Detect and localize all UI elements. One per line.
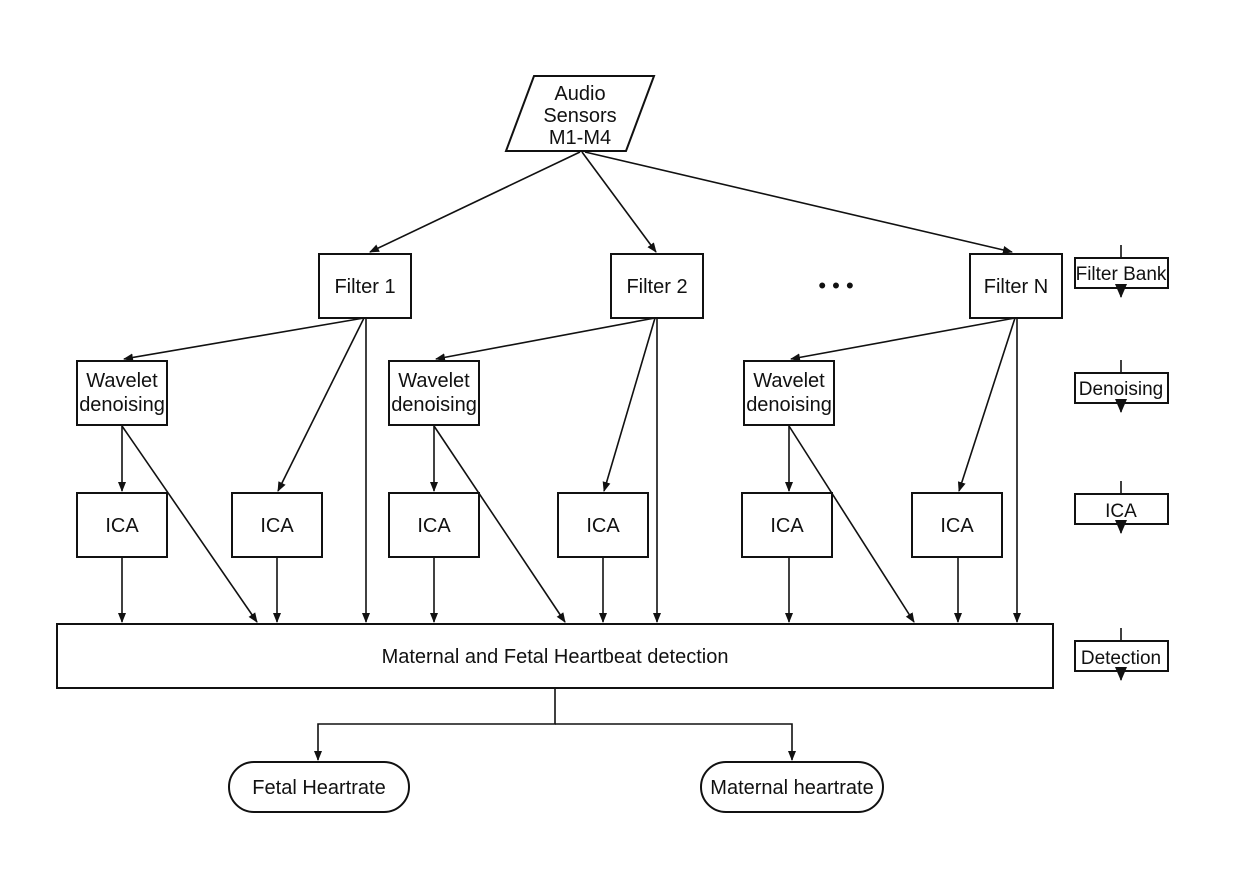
arrow-filter2-wavelet bbox=[436, 318, 655, 359]
filter-1-label: Filter 1 bbox=[334, 276, 395, 298]
ica-6-label: ICA bbox=[940, 515, 974, 537]
stage-detection: Detection bbox=[1075, 628, 1168, 680]
ica-3-label: ICA bbox=[417, 515, 451, 537]
arrow-filterN-wavelet bbox=[791, 318, 1015, 359]
wavelet-node-1: Wavelet denoising bbox=[77, 361, 167, 425]
wavelet-2-line-2: denoising bbox=[391, 394, 477, 416]
wavelet-1-line-1: Wavelet bbox=[86, 370, 158, 392]
arrow-filter2-ica bbox=[604, 318, 655, 491]
arrow-source-filter1 bbox=[370, 152, 580, 252]
wavelet-2-line-1: Wavelet bbox=[398, 370, 470, 392]
ica-1-label: ICA bbox=[105, 515, 139, 537]
stage-filter-bank-label: Filter Bank bbox=[1076, 264, 1167, 285]
arrow-detection-fetal bbox=[318, 688, 555, 760]
stage-ica: ICA bbox=[1075, 481, 1168, 533]
wavelet-node-2: Wavelet denoising bbox=[389, 361, 479, 425]
source-line-2: Sensors bbox=[543, 105, 616, 127]
arrow-detection-maternal bbox=[555, 724, 792, 760]
maternal-heartrate-label: Maternal heartrate bbox=[710, 777, 873, 799]
stage-denoising: Denoising bbox=[1075, 360, 1168, 412]
wavelet-3-line-2: denoising bbox=[746, 394, 832, 416]
filter-n-label: Filter N bbox=[984, 276, 1048, 298]
arrow-source-filterN bbox=[585, 152, 1012, 252]
wavelet-node-3: Wavelet denoising bbox=[744, 361, 834, 425]
wavelet-3-line-1: Wavelet bbox=[753, 370, 825, 392]
ica-node-5: ICA bbox=[742, 493, 832, 557]
arrow-filter1-wavelet bbox=[124, 318, 364, 359]
detection-node: Maternal and Fetal Heartbeat detection bbox=[57, 624, 1053, 688]
stage-detection-label: Detection bbox=[1081, 648, 1161, 669]
ica-5-label: ICA bbox=[770, 515, 804, 537]
filter-2-node: Filter 2 bbox=[611, 254, 703, 318]
ica-node-4: ICA bbox=[558, 493, 648, 557]
filter-2-label: Filter 2 bbox=[626, 276, 687, 298]
arrow-source-filter2 bbox=[582, 152, 656, 252]
arrow-filter1-ica bbox=[278, 318, 364, 491]
maternal-heartrate-node: Maternal heartrate bbox=[701, 762, 883, 812]
source-line-3: M1-M4 bbox=[549, 127, 611, 149]
ica-2-label: ICA bbox=[260, 515, 294, 537]
ellipsis: • • • bbox=[818, 273, 853, 298]
arrow-filterN-ica bbox=[959, 318, 1015, 491]
fetal-heartrate-node: Fetal Heartrate bbox=[229, 762, 409, 812]
fetal-heartrate-label: Fetal Heartrate bbox=[252, 777, 385, 799]
source-line-1: Audio bbox=[554, 83, 605, 105]
ica-node-1: ICA bbox=[77, 493, 167, 557]
wavelet-1-line-2: denoising bbox=[79, 394, 165, 416]
stage-filter-bank: Filter Bank bbox=[1075, 245, 1168, 297]
ica-4-label: ICA bbox=[586, 515, 620, 537]
filter-n-node: Filter N bbox=[970, 254, 1062, 318]
stage-ica-label: ICA bbox=[1105, 501, 1137, 522]
ica-node-2: ICA bbox=[232, 493, 322, 557]
stage-denoising-label: Denoising bbox=[1079, 379, 1164, 400]
detection-label: Maternal and Fetal Heartbeat detection bbox=[382, 646, 729, 668]
ica-node-6: ICA bbox=[912, 493, 1002, 557]
audio-sensors-node: Audio Sensors M1-M4 bbox=[506, 76, 654, 151]
filter-1-node: Filter 1 bbox=[319, 254, 411, 318]
ica-node-3: ICA bbox=[389, 493, 479, 557]
